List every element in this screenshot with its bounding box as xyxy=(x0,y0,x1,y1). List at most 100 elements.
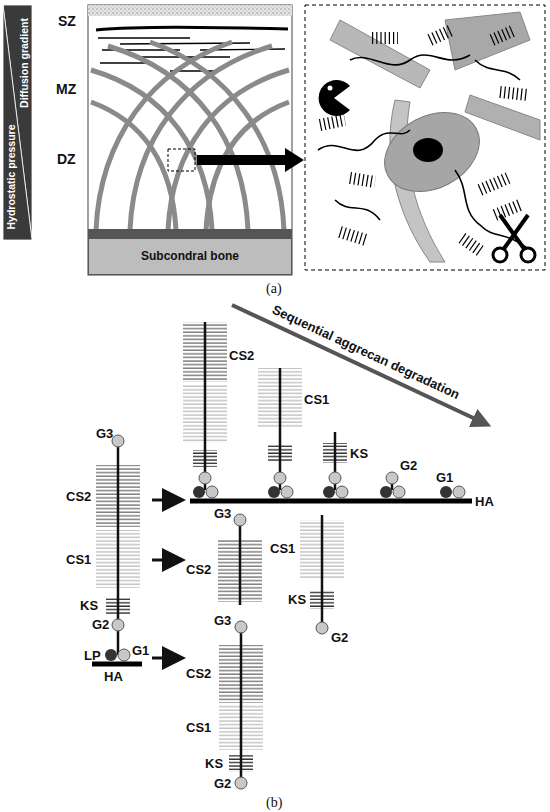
gag-comb xyxy=(500,92,528,95)
domain-label: G1 xyxy=(132,643,149,658)
domain-label: HA xyxy=(475,494,494,509)
g1-domain xyxy=(393,486,405,498)
domain-label: LP xyxy=(84,648,101,663)
gradient-triangle: Hydrostatic pressure xyxy=(3,5,32,240)
g1-domain xyxy=(453,486,465,498)
pacman-enzyme xyxy=(319,80,350,116)
tidemark xyxy=(88,229,292,238)
domain-label: HA xyxy=(104,669,123,684)
zoom-arrow xyxy=(197,148,304,172)
g3-domain xyxy=(234,514,246,526)
hyaluronan-bar xyxy=(190,499,472,504)
intact-aggrecan xyxy=(92,435,142,664)
domain-label: KS xyxy=(80,598,98,613)
node-text: Hydrostatic pressure xyxy=(5,124,18,229)
g1-domain xyxy=(336,486,348,498)
zone-label: MZ xyxy=(56,81,76,97)
link-protein xyxy=(105,649,117,661)
link-protein xyxy=(380,486,392,498)
g2-domain xyxy=(316,622,328,634)
collagen-arc xyxy=(108,46,248,230)
g2-domain xyxy=(199,472,211,484)
cartilage-outline xyxy=(88,5,292,275)
g3-domain xyxy=(112,435,124,447)
node-text: Diffusion gradient xyxy=(18,18,31,108)
bound-fragments xyxy=(183,322,472,501)
scissors-blade xyxy=(503,215,528,250)
g2-domain xyxy=(235,777,247,789)
domain-label: KS xyxy=(205,756,223,771)
gag-comb xyxy=(495,205,520,215)
chondrocyte xyxy=(371,97,493,208)
domain-label: CS2 xyxy=(186,562,211,577)
gag-comb xyxy=(320,120,345,125)
link-protein xyxy=(268,486,280,498)
domain-label: CS2 xyxy=(186,666,211,681)
gag-comb xyxy=(462,238,482,252)
domain-label: G3 xyxy=(214,506,231,521)
g2-domain xyxy=(112,619,124,631)
hyaluronan-chain xyxy=(335,200,380,220)
process-arrow xyxy=(152,499,180,502)
pacman-eye xyxy=(328,86,333,91)
link-protein xyxy=(440,486,452,498)
cartilage-section xyxy=(88,5,304,275)
collagen-fiber xyxy=(445,12,530,70)
released-fragments xyxy=(218,514,344,789)
g2-domain xyxy=(386,472,398,484)
domain-label: G3 xyxy=(214,613,231,628)
process-arrow xyxy=(152,559,180,562)
g1-domain xyxy=(281,486,293,498)
scissors-handle xyxy=(493,248,507,262)
link-protein xyxy=(193,486,205,498)
domain-label: CS2 xyxy=(66,489,91,504)
scissors-blade xyxy=(500,215,525,250)
domain-label: G3 xyxy=(96,426,113,441)
core-protein xyxy=(321,515,324,628)
g1-domain xyxy=(206,486,218,498)
collagen-arc xyxy=(130,46,272,230)
zoom-frame xyxy=(305,5,545,270)
collagen-arcades xyxy=(91,42,289,230)
panel-label: (b) xyxy=(266,795,282,810)
gag-comb xyxy=(350,178,375,182)
superficial-fiber xyxy=(96,27,288,30)
scissors-symbol xyxy=(493,215,535,262)
scissors-handle xyxy=(521,248,535,262)
g3-domain xyxy=(235,621,247,633)
domain-label: CS2 xyxy=(229,348,254,363)
collagen-arc xyxy=(91,70,212,230)
surface-layer xyxy=(88,5,292,16)
domain-label: CS1 xyxy=(186,720,211,735)
process-arrows xyxy=(152,500,180,658)
bone-layer: Subcondral bone xyxy=(88,238,292,275)
collagen-arc xyxy=(91,102,176,230)
process-arrow xyxy=(152,657,180,660)
domain-label: G1 xyxy=(436,470,453,485)
hyaluronan-chain xyxy=(318,130,410,150)
core-protein xyxy=(240,627,243,783)
domain-label: CS1 xyxy=(304,392,329,407)
node-text: Subcondral bone xyxy=(141,249,239,263)
cell-nucleus xyxy=(413,138,443,162)
hyaluronan-chain xyxy=(475,60,520,80)
zone-label: DZ xyxy=(57,151,76,167)
gag-comb xyxy=(340,232,366,240)
domain-label: KS xyxy=(288,592,306,607)
domain-label: G2 xyxy=(331,630,348,645)
superficial-fiber xyxy=(100,62,150,63)
aggrecan-chains xyxy=(318,30,530,252)
g1-domain xyxy=(118,649,130,661)
panel-label: (a) xyxy=(266,281,282,296)
gag-comb xyxy=(492,30,515,40)
core-protein xyxy=(204,322,207,490)
hyaluronan-chain xyxy=(455,170,530,250)
node-outline xyxy=(3,5,32,240)
link-protein xyxy=(323,486,335,498)
domain-label: CS1 xyxy=(270,541,295,556)
g2-domain xyxy=(329,472,341,484)
gag-comb xyxy=(430,30,452,40)
domain-label: KS xyxy=(350,446,368,461)
